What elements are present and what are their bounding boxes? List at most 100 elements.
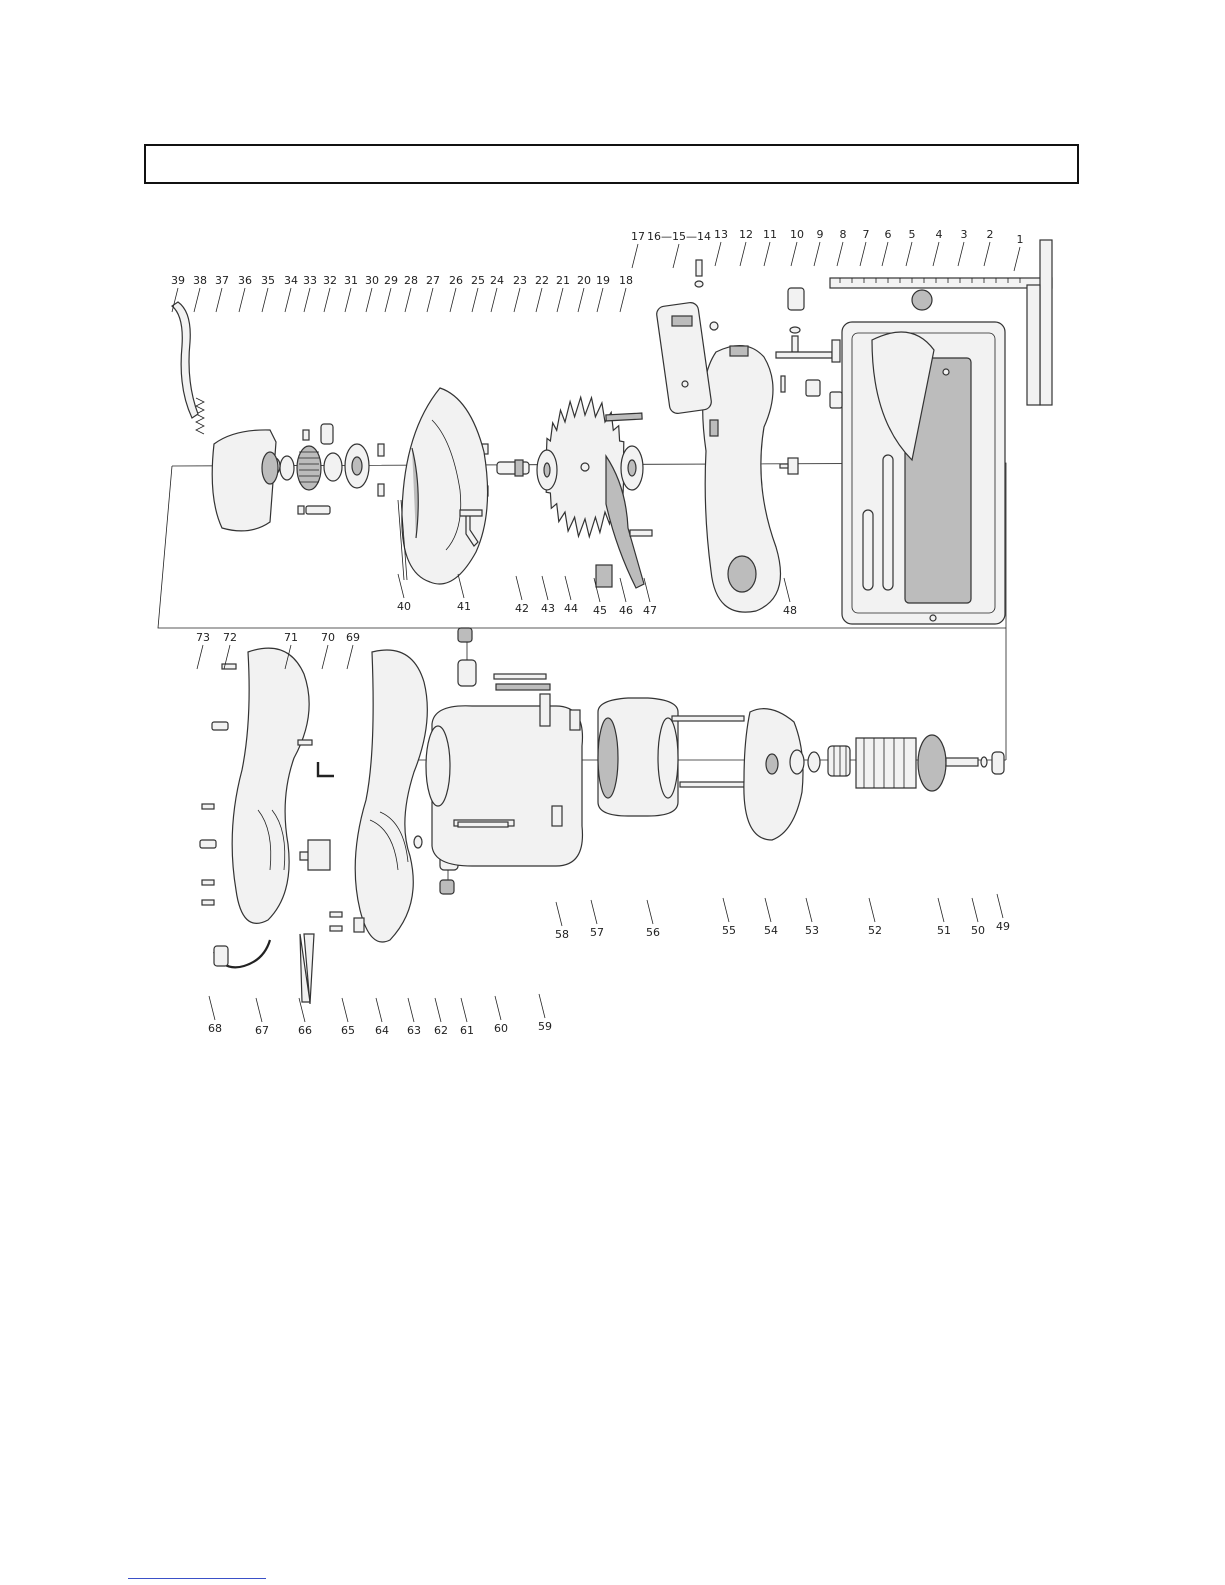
leader-line [209, 996, 215, 1020]
part-label-68: 68 [208, 1022, 222, 1035]
part-label-35: 35 [261, 274, 275, 287]
part-label-39: 39 [171, 274, 185, 287]
part-label-41: 41 [457, 600, 471, 613]
leader-line [556, 902, 562, 926]
spring-and-clip [172, 302, 204, 434]
part-label-9: 9 [817, 228, 824, 241]
part-label-48: 48 [783, 604, 797, 617]
part-label-36: 36 [238, 274, 252, 287]
leader-line [860, 242, 866, 266]
leader-line [791, 242, 797, 266]
leader-line [262, 288, 268, 312]
part-label-40: 40 [397, 600, 411, 613]
leader-line [398, 574, 404, 598]
leader-line [461, 998, 467, 1022]
part-label-46: 46 [619, 604, 633, 617]
part-label-43: 43 [541, 602, 555, 615]
leader-line [972, 898, 978, 922]
part-label-55: 55 [722, 924, 736, 937]
stator-field [598, 698, 678, 816]
leader-line [366, 288, 372, 312]
part-label-63: 63 [407, 1024, 421, 1037]
part-label-2: 2 [987, 228, 994, 241]
part-label-34: 34 [284, 274, 298, 287]
leader-line [591, 900, 597, 924]
part-label-52: 52 [868, 924, 882, 937]
part-label-50: 50 [971, 924, 985, 937]
leader-line [194, 288, 200, 312]
part-label-7: 7 [863, 228, 870, 241]
leader-line [814, 242, 820, 266]
part-label-42: 42 [515, 602, 529, 615]
part-label-53: 53 [805, 924, 819, 937]
leader-line [385, 288, 391, 312]
leader-line [216, 288, 222, 312]
leader-line [408, 998, 414, 1022]
part-label-20: 20 [577, 274, 591, 287]
part-label-62: 62 [434, 1024, 448, 1037]
leader-line [644, 578, 650, 602]
part-label-47: 47 [643, 604, 657, 617]
leader-line [427, 288, 433, 312]
part-label-70: 70 [321, 631, 335, 644]
leader-line [647, 900, 653, 924]
part-label-72: 72 [223, 631, 237, 644]
leader-line [376, 998, 382, 1022]
part-label-23: 23 [513, 274, 527, 287]
part-label-64: 64 [375, 1024, 389, 1037]
leader-line [938, 898, 944, 922]
leader-line [597, 288, 603, 312]
part-label-56: 56 [646, 926, 660, 939]
part-label-19: 19 [596, 274, 610, 287]
part-label-29: 29 [384, 274, 398, 287]
leader-line [304, 288, 310, 312]
leader-line [837, 242, 843, 266]
part-label-61: 61 [460, 1024, 474, 1037]
leader-line [632, 244, 638, 268]
part-label-11: 11 [763, 228, 777, 241]
armature-end-parts [981, 752, 1004, 774]
part-label-1: 1 [1017, 233, 1024, 246]
part-label-13: 13 [714, 228, 728, 241]
leader-line [324, 288, 330, 312]
leader-line [472, 288, 478, 312]
armature-bearings [790, 750, 820, 774]
leader-line [764, 242, 770, 266]
leader-line [906, 242, 912, 266]
switch-housing [656, 260, 718, 414]
leader-line [342, 998, 348, 1022]
leader-line [673, 244, 679, 268]
part-label-67: 67 [255, 1024, 269, 1037]
part-label-31: 31 [344, 274, 358, 287]
leader-line [491, 288, 497, 312]
leader-line [984, 242, 990, 266]
leader-line [740, 242, 746, 266]
part-label-49: 49 [996, 920, 1010, 933]
part-label-28: 28 [404, 274, 418, 287]
leader-line [322, 645, 328, 669]
part-label-10: 10 [790, 228, 804, 241]
part-label-45: 45 [593, 604, 607, 617]
part-label-16-15-14: 16—15—14 [647, 230, 711, 243]
part-label-71: 71 [284, 631, 298, 644]
leader-line [542, 576, 548, 600]
part-label-18: 18 [619, 274, 633, 287]
part-label-6: 6 [885, 228, 892, 241]
part-label-51: 51 [937, 924, 951, 937]
part-label-59: 59 [538, 1020, 552, 1033]
leader-line [256, 998, 262, 1022]
leader-line [239, 288, 245, 312]
end-bracket [744, 709, 803, 840]
part-label-73: 73 [196, 631, 210, 644]
part-label-24: 24 [490, 274, 504, 287]
part-label-33: 33 [303, 274, 317, 287]
leader-line [765, 898, 771, 922]
leader-line [620, 288, 626, 312]
leader-line [450, 288, 456, 312]
leader-line [806, 898, 812, 922]
leader-line [882, 242, 888, 266]
part-label-54: 54 [764, 924, 778, 937]
gear-housing [212, 430, 278, 531]
